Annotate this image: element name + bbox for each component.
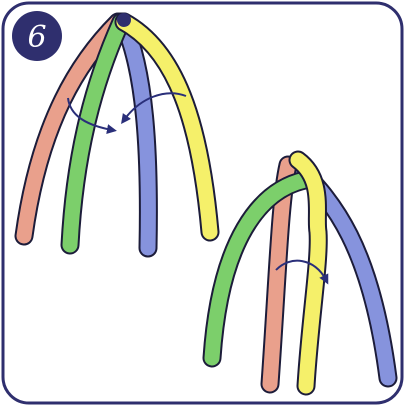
step-badge: 6	[12, 11, 62, 61]
strand-knot-top	[117, 13, 131, 27]
step-number: 6	[27, 20, 46, 55]
